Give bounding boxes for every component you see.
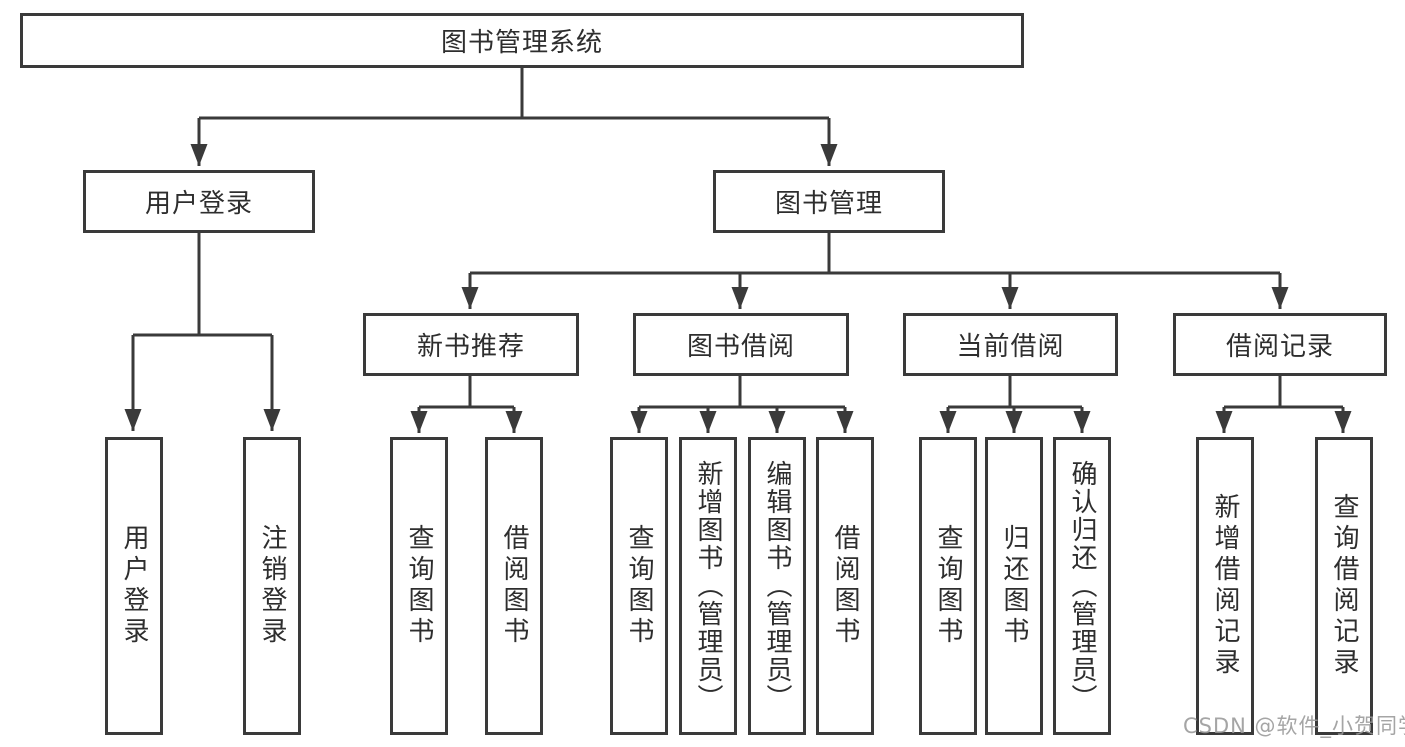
- leaf-borrowing-edit-books-admin-label: 编辑图书（管理员）: [762, 460, 792, 712]
- leaf-borrowing-borrow-books: 借阅图书: [816, 437, 874, 735]
- leaf-borrowing-add-books-admin: 新增图书（管理员）: [679, 437, 737, 735]
- node-current-borrowing: 当前借阅: [903, 313, 1118, 376]
- leaf-logout: 注销登录: [243, 437, 301, 735]
- leaf-newrec-query-books-label: 查询图书: [404, 524, 434, 648]
- leaf-records-add-record-label: 新增借阅记录: [1210, 493, 1240, 679]
- leaf-current-return-books: 归还图书: [985, 437, 1043, 735]
- node-book-borrowing: 图书借阅: [633, 313, 849, 376]
- node-new-book-recommendation: 新书推荐: [363, 313, 579, 376]
- leaf-current-confirm-return-admin-label: 确认归还（管理员）: [1067, 460, 1097, 712]
- leaf-borrowing-add-books-admin-label: 新增图书（管理员）: [693, 460, 723, 712]
- leaf-logout-label: 注销登录: [257, 524, 287, 648]
- leaf-current-query-books: 查询图书: [919, 437, 977, 735]
- csdn-watermark: CSDN @软件_小贺同学: [1183, 714, 1405, 738]
- leaf-records-query-record: 查询借阅记录: [1315, 437, 1373, 735]
- leaf-records-add-record: 新增借阅记录: [1196, 437, 1254, 735]
- leaf-borrowing-edit-books-admin: 编辑图书（管理员）: [748, 437, 806, 735]
- node-library-management-system: 图书管理系统: [20, 13, 1024, 68]
- leaf-current-return-books-label: 归还图书: [999, 524, 1029, 648]
- leaf-current-confirm-return-admin: 确认归还（管理员）: [1053, 437, 1111, 735]
- leaf-user-login-label: 用户登录: [119, 524, 149, 648]
- leaf-newrec-borrow-books: 借阅图书: [485, 437, 543, 735]
- leaf-newrec-borrow-books-label: 借阅图书: [499, 524, 529, 648]
- leaf-borrowing-borrow-books-label: 借阅图书: [830, 524, 860, 648]
- node-book-management: 图书管理: [713, 170, 945, 233]
- leaf-newrec-query-books: 查询图书: [390, 437, 448, 735]
- node-user-login: 用户登录: [83, 170, 315, 233]
- leaf-current-query-books-label: 查询图书: [933, 524, 963, 648]
- node-borrowing-records: 借阅记录: [1173, 313, 1387, 376]
- leaf-borrowing-query-books-label: 查询图书: [624, 524, 654, 648]
- leaf-records-query-record-label: 查询借阅记录: [1329, 493, 1359, 679]
- leaf-borrowing-query-books: 查询图书: [610, 437, 668, 735]
- leaf-user-login: 用户登录: [105, 437, 163, 735]
